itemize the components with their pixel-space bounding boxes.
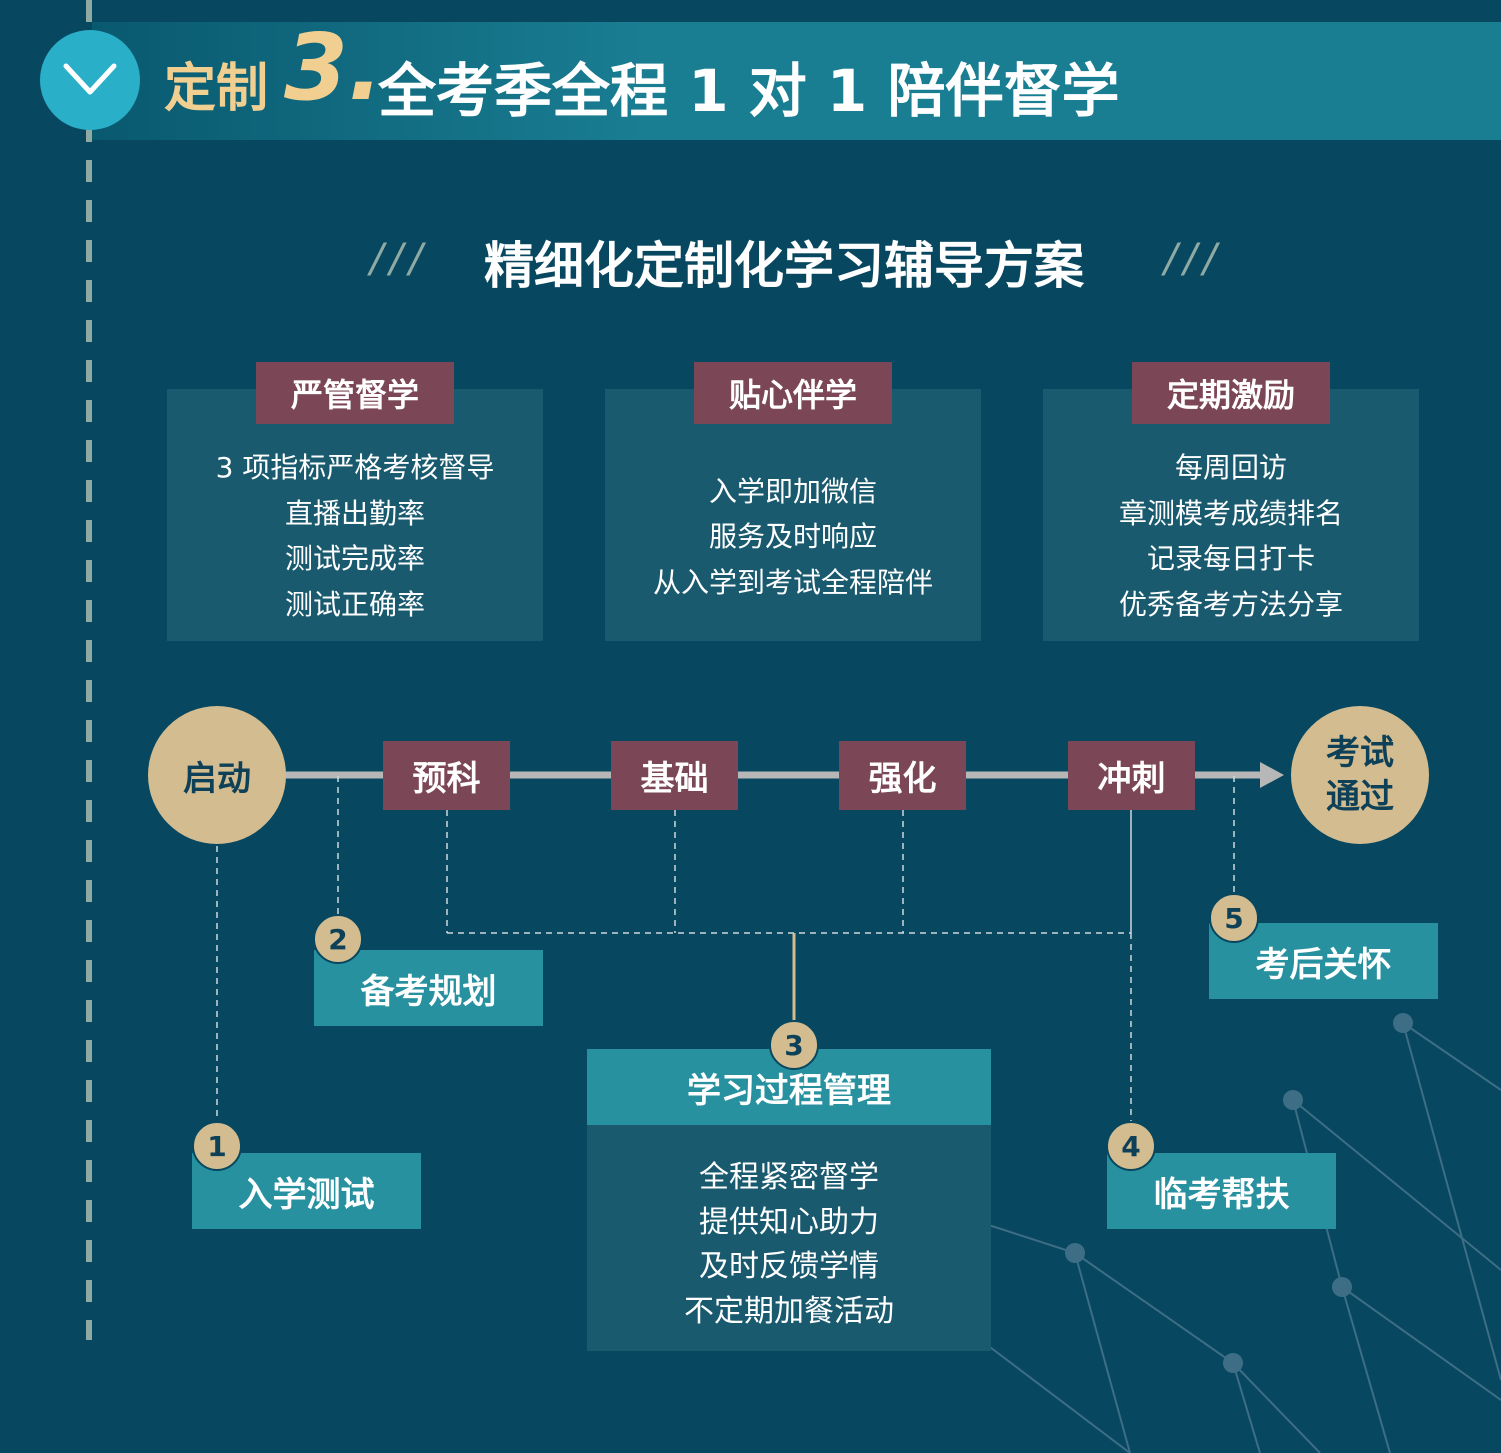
card-label-strict-supervision: 严管督学 bbox=[256, 362, 454, 424]
service-number-4: 4 bbox=[1106, 1121, 1156, 1171]
card-line: 从入学到考试全程陪伴 bbox=[652, 566, 933, 599]
header-badge bbox=[40, 30, 140, 130]
card-label-periodic-incentive: 定期激励 bbox=[1132, 362, 1330, 424]
process-line: 及时反馈学情 bbox=[699, 1249, 879, 1284]
section-decor-right: /// bbox=[1164, 236, 1223, 282]
card-line: 优秀备考方法分享 bbox=[1118, 588, 1343, 621]
section-decor-left: /// bbox=[370, 236, 429, 282]
section-title: 精细化定制化学习辅导方案 bbox=[484, 237, 1084, 295]
flow-end-circle: 考试 通过 bbox=[1291, 706, 1429, 844]
card-line: 3 项指标严格考核督导 bbox=[215, 451, 495, 484]
flow-step-sprint: 冲刺 bbox=[1068, 741, 1195, 810]
card-strict-supervision bbox=[167, 389, 543, 641]
header-title: 全考季全程 1 对 1 陪伴督学 bbox=[378, 57, 1120, 125]
service-study-planning: 备考规划 bbox=[314, 950, 543, 1026]
card-label-caring-company: 贴心伴学 bbox=[694, 362, 892, 424]
flow-end-line2: 通过 bbox=[1326, 777, 1394, 817]
service-number-1: 1 bbox=[192, 1121, 242, 1171]
card-line: 入学即加微信 bbox=[708, 475, 877, 508]
process-line: 提供知心助力 bbox=[699, 1205, 879, 1240]
service-process-body bbox=[587, 1125, 991, 1351]
card-line: 测试完成率 bbox=[284, 542, 425, 575]
header-number: 3. bbox=[284, 14, 383, 121]
header-prefix: 定制 bbox=[164, 59, 269, 119]
chevron-down-icon bbox=[63, 63, 117, 95]
card-line: 章测模考成绩排名 bbox=[1118, 497, 1343, 530]
card-line: 直播出勤率 bbox=[284, 497, 425, 530]
flow-start-circle: 启动 bbox=[148, 706, 286, 844]
flow-step-reinforcement: 强化 bbox=[839, 741, 966, 810]
card-line: 记录每日打卡 bbox=[1146, 542, 1315, 575]
process-line: 全程紧密督学 bbox=[699, 1160, 879, 1195]
service-entrance-test: 入学测试 bbox=[192, 1153, 421, 1229]
flow-step-foundation: 基础 bbox=[611, 741, 738, 810]
card-periodic-incentive bbox=[1043, 389, 1419, 641]
service-number-5: 5 bbox=[1209, 893, 1259, 943]
service-number-2: 2 bbox=[313, 914, 363, 964]
card-line: 服务及时响应 bbox=[708, 520, 877, 553]
header-bar bbox=[92, 22, 1501, 140]
card-line: 测试正确率 bbox=[284, 588, 425, 621]
card-line: 每周回访 bbox=[1174, 451, 1287, 484]
service-number-3: 3 bbox=[769, 1020, 819, 1070]
flow-step-preparatory: 预科 bbox=[383, 741, 510, 810]
flow-end-line1: 考试 bbox=[1326, 732, 1394, 773]
process-line: 不定期加餐活动 bbox=[684, 1294, 894, 1329]
card-caring-company bbox=[605, 389, 981, 641]
